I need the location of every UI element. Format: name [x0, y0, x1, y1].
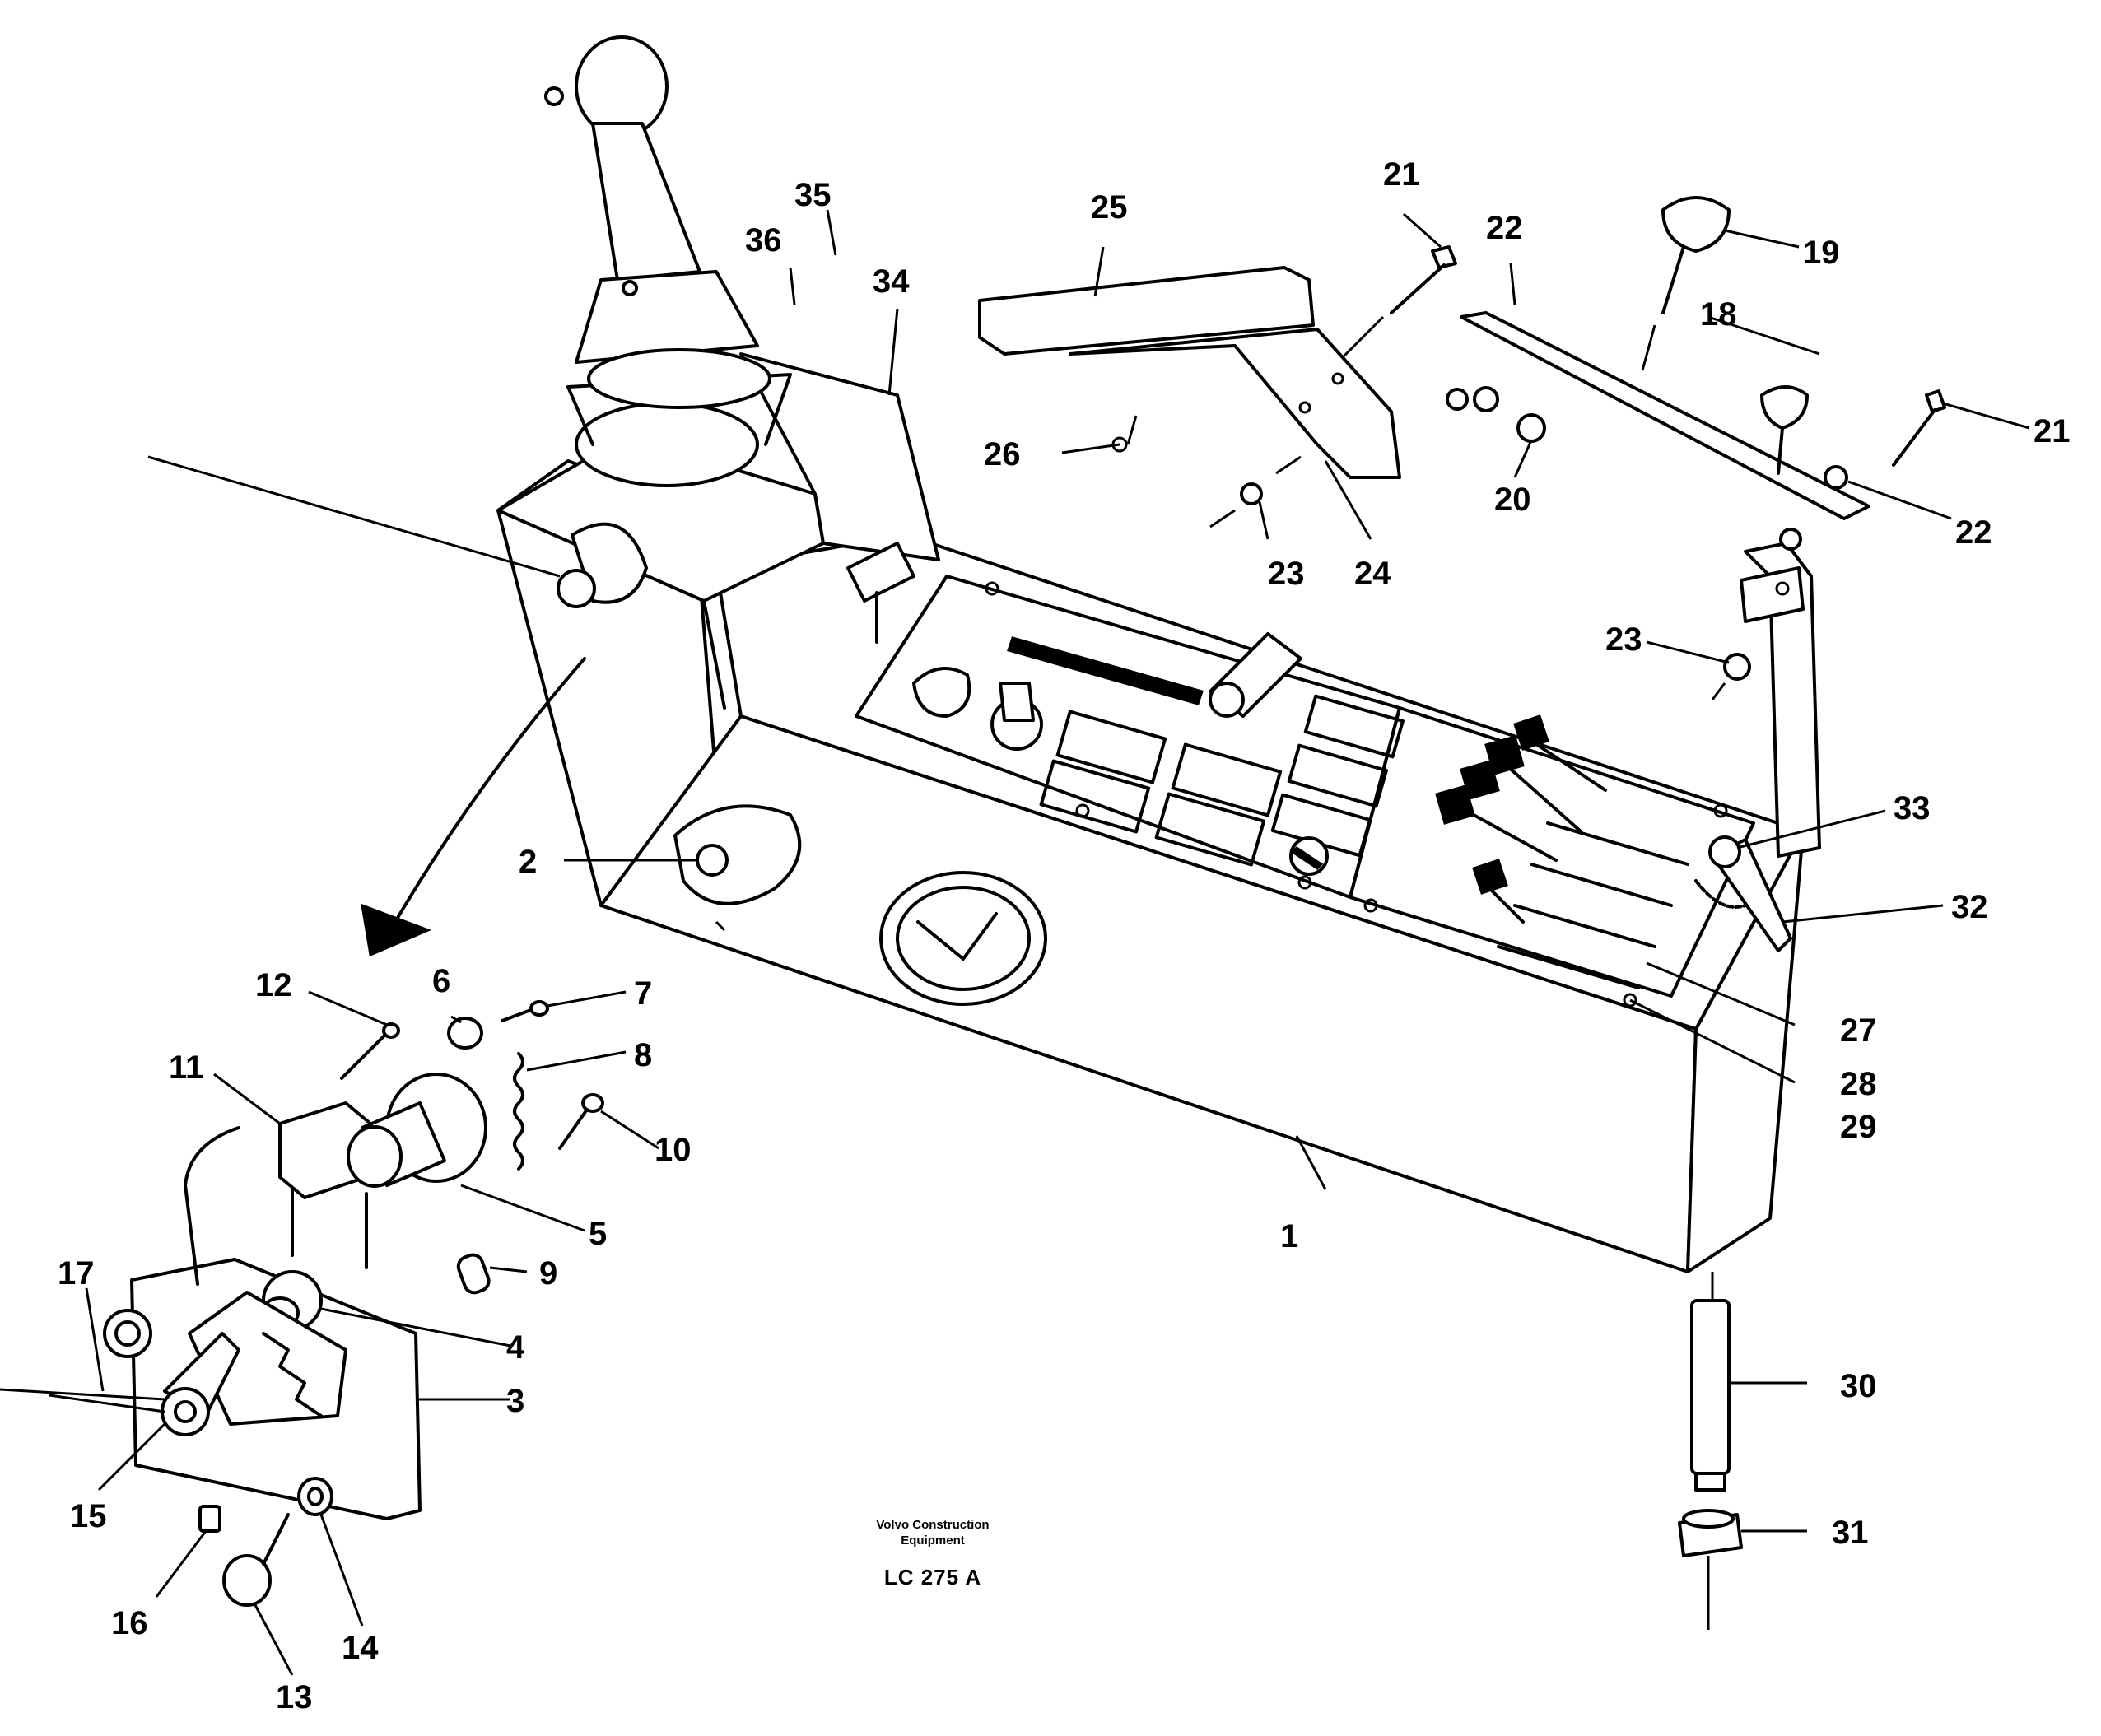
- callout-32: 32: [1951, 889, 1988, 925]
- bracket-assembly: [1446, 196, 1946, 952]
- callout-34: 34: [873, 263, 910, 300]
- callout-23b: 23: [1605, 621, 1642, 658]
- callout-31: 31: [1832, 1515, 1869, 1551]
- callout-7: 7: [634, 975, 652, 1012]
- callout-23a: 23: [1268, 556, 1305, 592]
- callout-22a: 22: [1486, 210, 1523, 246]
- callout-5: 5: [589, 1216, 607, 1252]
- callout-6: 6: [432, 963, 450, 999]
- callout-14: 14: [342, 1630, 379, 1666]
- armrest-assembly: [978, 245, 1457, 528]
- callout-1: 1: [1280, 1218, 1298, 1254]
- callout-4: 4: [506, 1329, 525, 1366]
- callout-36: 36: [745, 222, 782, 258]
- callout-21a: 21: [1383, 156, 1420, 193]
- leader-lines: [85, 209, 2030, 1676]
- callout-25: 25: [1091, 189, 1128, 226]
- callout-28: 28: [1840, 1066, 1877, 1102]
- callout-33: 33: [1894, 790, 1931, 826]
- callout-24: 24: [1354, 556, 1391, 592]
- detail-assembly: [0, 1000, 604, 1607]
- caption-company-2: Equipment: [901, 1534, 965, 1548]
- callout-15: 15: [70, 1498, 107, 1534]
- callout-labels: 1 2 3 4 5 6 7 8 9 10 11 12 13 14 15 16 1…: [58, 156, 2071, 1715]
- callout-17: 17: [58, 1255, 95, 1292]
- callout-9: 9: [539, 1255, 557, 1292]
- caption-code: LC 275 A: [884, 1565, 981, 1589]
- callout-8: 8: [634, 1037, 652, 1073]
- callout-13: 13: [276, 1679, 313, 1715]
- callout-3: 3: [506, 1383, 524, 1419]
- caption-company: Volvo Construction: [876, 1518, 989, 1532]
- callout-19: 19: [1803, 235, 1840, 271]
- callout-27: 27: [1840, 1012, 1877, 1049]
- callout-30: 30: [1840, 1368, 1877, 1404]
- callout-29: 29: [1840, 1109, 1877, 1145]
- callout-22b: 22: [1955, 514, 1992, 551]
- console-box: [147, 35, 1805, 1273]
- callout-10: 10: [655, 1132, 692, 1168]
- caption: Volvo Construction Equipment LC 275 A: [876, 1518, 989, 1589]
- callout-2: 2: [519, 844, 537, 880]
- callout-21b: 21: [2033, 413, 2071, 449]
- spacer-and-nut: [1678, 1272, 1743, 1630]
- callout-26: 26: [984, 436, 1021, 472]
- callout-20: 20: [1494, 482, 1531, 518]
- callout-11: 11: [169, 1050, 203, 1086]
- callout-12: 12: [255, 967, 292, 1003]
- callout-18: 18: [1700, 296, 1737, 333]
- callout-16: 16: [111, 1605, 148, 1641]
- callout-35: 35: [794, 177, 832, 213]
